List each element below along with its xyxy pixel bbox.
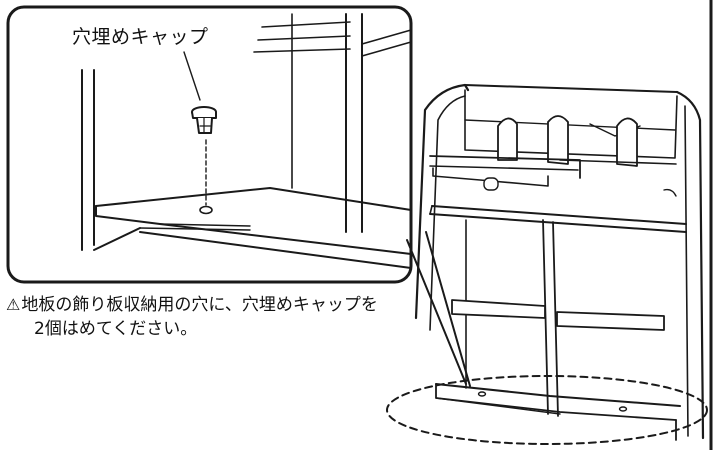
caution-line-1: 地板の飾り板収納用の穴に、穴埋めキャップを [21, 295, 378, 315]
highlight-ellipse [386, 375, 708, 445]
caution-line-2: 2個はめてください。 [34, 319, 198, 339]
hole-cap-label: 穴埋めキャップ [72, 26, 209, 48]
detail-inset [6, 5, 413, 284]
warning-triangle-icon: ⚠ [6, 295, 21, 314]
caution-note: ⚠地板の飾り板収納用の穴に、穴埋めキャップを 2個はめてください。 [6, 293, 378, 341]
hole-cap-icon [191, 106, 217, 134]
shelf-unit [414, 83, 705, 441]
